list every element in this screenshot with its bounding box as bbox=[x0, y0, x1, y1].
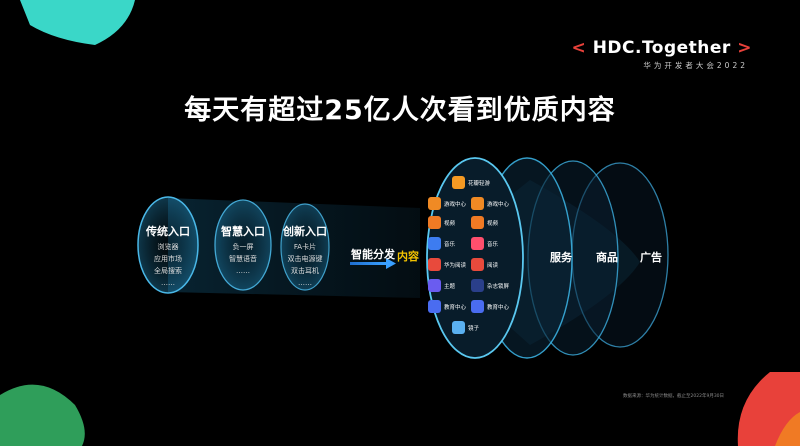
app-item: 视频 bbox=[428, 216, 455, 229]
app-item: 主题 bbox=[428, 279, 455, 292]
stage-item: …… bbox=[236, 267, 250, 275]
app-label: 视频 bbox=[487, 220, 499, 227]
app-label: 音乐 bbox=[487, 241, 499, 248]
stage-item: 负一屏 bbox=[232, 243, 254, 251]
stage-item: 智慧语音 bbox=[229, 255, 257, 263]
corner-shape-green bbox=[0, 384, 85, 446]
stage-title: 智慧入口 bbox=[221, 225, 265, 238]
app-label: 教育中心 bbox=[444, 304, 467, 311]
app-label: 华为阅读 bbox=[444, 262, 467, 269]
stage-ellipse-innovative bbox=[280, 203, 330, 291]
stage-item: …… bbox=[161, 279, 175, 287]
corner-shape-orange bbox=[775, 412, 800, 446]
brand-subtitle: 华为开发者大会2022 bbox=[643, 61, 748, 70]
app-label: 杂志锁屏 bbox=[487, 283, 510, 290]
app-item: 音乐 bbox=[471, 237, 498, 250]
app-label: 音乐 bbox=[444, 241, 456, 248]
app-item: 镜子 bbox=[452, 321, 479, 334]
stage-item: FA卡片 bbox=[293, 243, 317, 251]
stage-item: 浏览器 bbox=[157, 243, 179, 251]
app-label: 游戏中心 bbox=[487, 201, 510, 208]
app-item: 阅读 bbox=[471, 258, 498, 271]
stage-ellipse-traditional bbox=[137, 196, 199, 294]
app-item: 游戏中心 bbox=[471, 197, 509, 210]
stage-item: 双击耳机 bbox=[291, 267, 319, 275]
stage-title: 创新入口 bbox=[283, 225, 327, 238]
app-icon bbox=[471, 237, 484, 250]
app-icon bbox=[428, 300, 441, 313]
brand-logo: < HDC.Together > bbox=[571, 38, 752, 58]
app-icon bbox=[471, 216, 484, 229]
distribution-arrow bbox=[350, 262, 386, 265]
app-icon bbox=[452, 176, 465, 189]
app-label: 花瓣轻游 bbox=[468, 180, 491, 187]
stage-ellipse-smart bbox=[214, 199, 272, 291]
app-label: 阅读 bbox=[487, 262, 499, 269]
app-item: 花瓣轻游 bbox=[452, 176, 490, 189]
corner-shape-cyan bbox=[20, 0, 135, 45]
app-item: 游戏中心 bbox=[428, 197, 466, 210]
app-label: 教育中心 bbox=[487, 304, 510, 311]
app-item: 视频 bbox=[471, 216, 498, 229]
app-icon bbox=[471, 279, 484, 292]
app-icon bbox=[428, 216, 441, 229]
distribution-label: 智能分发 bbox=[351, 248, 395, 261]
app-icon bbox=[428, 258, 441, 271]
stage-item: 双击电源键 bbox=[287, 255, 323, 263]
app-item: 音乐 bbox=[428, 237, 455, 250]
app-item: 华为阅读 bbox=[428, 258, 466, 271]
source-note: 数据来源：华为统计数据，截止至2022年9月30日 bbox=[623, 394, 725, 399]
stage-item: …… bbox=[298, 279, 312, 287]
app-item: 教育中心 bbox=[428, 300, 466, 313]
app-icon bbox=[471, 258, 484, 271]
content-label: 内容 bbox=[397, 250, 419, 263]
app-icon bbox=[428, 237, 441, 250]
app-icon bbox=[471, 300, 484, 313]
app-icon bbox=[428, 197, 441, 210]
ring-label: 商品 bbox=[596, 251, 618, 264]
app-label: 主题 bbox=[444, 283, 456, 290]
app-label: 游戏中心 bbox=[444, 201, 467, 208]
page-title: 每天有超过25亿人次看到优质内容 bbox=[184, 95, 616, 126]
app-item: 教育中心 bbox=[471, 300, 509, 313]
stage-item: 应用市场 bbox=[154, 255, 182, 263]
app-icon bbox=[471, 197, 484, 210]
app-icon bbox=[452, 321, 465, 334]
app-label: 视频 bbox=[444, 220, 456, 227]
ring-label: 广告 bbox=[640, 251, 662, 264]
stage-title: 传统入口 bbox=[146, 225, 190, 238]
stage-item: 全局搜索 bbox=[154, 267, 182, 275]
app-label: 镜子 bbox=[468, 325, 480, 332]
app-item: 杂志锁屏 bbox=[471, 279, 509, 292]
ring-label: 服务 bbox=[550, 251, 572, 264]
app-icon bbox=[428, 279, 441, 292]
